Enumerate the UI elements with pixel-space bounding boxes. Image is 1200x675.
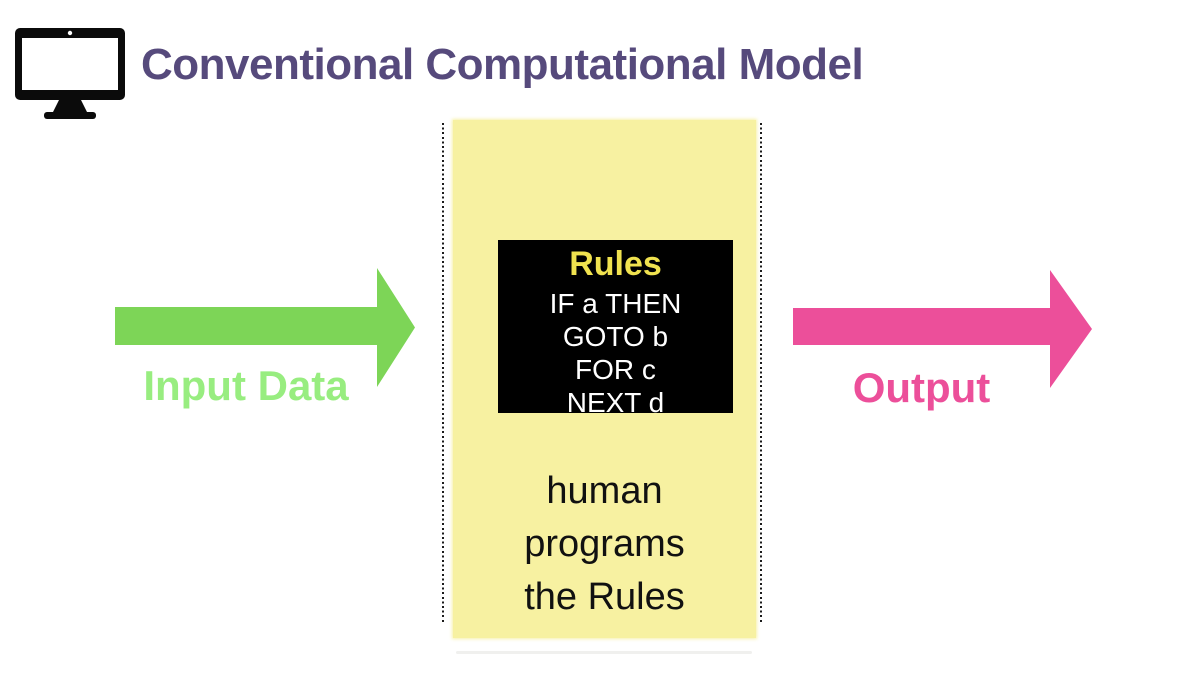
page-title: Conventional Computational Model (141, 40, 864, 89)
output-arrow (793, 270, 1092, 388)
caption-line: programs (524, 523, 685, 565)
rules-box-heading: Rules (569, 245, 662, 283)
rules-box: Rules IF a THEN GOTO b FOR c NEXT d (498, 240, 733, 418)
rules-code-line: FOR c (575, 354, 656, 385)
input-data-label: Input Data (143, 362, 349, 409)
panel-right-dotted-border (760, 123, 762, 624)
caption-line: human (546, 470, 663, 512)
output-label: Output (852, 364, 991, 411)
rules-code-line: GOTO b (562, 321, 669, 352)
panel-shadow-line (456, 651, 752, 654)
rules-code-line: NEXT d (566, 387, 665, 418)
caption-line: the Rules (524, 576, 685, 618)
rules-box-code: IF a THEN GOTO b FOR c NEXT d (498, 287, 733, 419)
monitor-icon (15, 28, 125, 119)
input-arrow (115, 268, 415, 387)
panel-caption: human programs the Rules (453, 465, 756, 624)
panel-left-dotted-border (442, 123, 444, 624)
rules-code-line: IF a THEN (549, 288, 682, 319)
